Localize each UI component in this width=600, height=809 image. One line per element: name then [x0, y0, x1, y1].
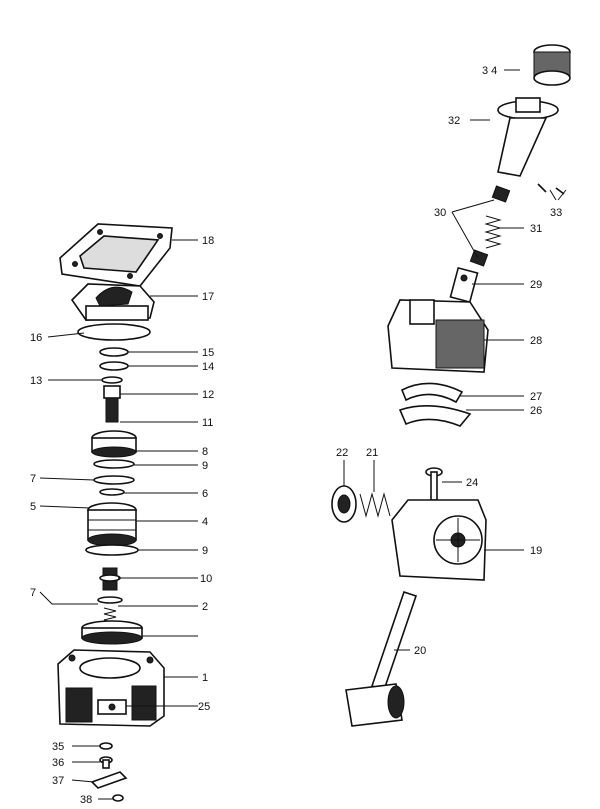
- part-35-washer: [99, 742, 113, 750]
- part-22-cap: [331, 485, 357, 523]
- callout-6: 6: [202, 488, 208, 500]
- part-18-gasket-plate: [59, 223, 173, 287]
- callout-1: 1: [202, 672, 208, 684]
- part-27-bracket: [400, 382, 464, 404]
- part-13-ring: [101, 376, 123, 384]
- callout-5: 5: [30, 501, 36, 513]
- part-37-clip: [90, 771, 128, 789]
- callout-15: 15: [202, 347, 214, 359]
- callout-29: 29: [530, 279, 542, 291]
- callout-18: 18: [202, 235, 214, 247]
- callout-13: 13: [30, 375, 42, 387]
- callout-35: 35: [52, 741, 64, 753]
- callout-labels: 18 17 16 15 14 13 12 11 8 9 7 6 5 4 9 10…: [30, 65, 562, 806]
- callout-21: 21: [366, 447, 378, 459]
- part-14-ring: [99, 361, 129, 371]
- part-6-ring: [99, 488, 125, 496]
- callout-4: 4: [202, 516, 208, 528]
- callout-24: 24: [466, 477, 478, 489]
- callout-30: 30: [434, 207, 446, 219]
- callout-32: 32: [448, 115, 460, 127]
- part-7-ring-upper: [93, 475, 135, 485]
- part-17-head-block: [70, 283, 155, 321]
- part-16-o-ring: [77, 323, 151, 341]
- callout-31: 31: [530, 223, 542, 235]
- callout-26: 26: [530, 405, 542, 417]
- part-24-screw: [425, 467, 443, 501]
- part-30-bushing-lower: [469, 249, 489, 267]
- part-15-ring: [99, 347, 129, 357]
- callout-9-lower: 9: [202, 545, 208, 557]
- callout-17: 17: [202, 291, 214, 303]
- part-31-spring: [484, 215, 502, 249]
- callout-36: 36: [52, 757, 64, 769]
- leader-lines: [39, 69, 567, 800]
- callout-34: 3 4: [482, 65, 497, 77]
- part-38-nut: [112, 794, 124, 802]
- part-9-ring-lower: [85, 544, 139, 556]
- part-30-bushing-upper: [491, 185, 511, 203]
- callout-7-lower: 7: [30, 587, 36, 599]
- part-1-main-body: [57, 649, 165, 727]
- callout-20: 20: [414, 645, 426, 657]
- callout-11: 11: [202, 417, 213, 429]
- callout-8: 8: [202, 446, 208, 458]
- part-9-ring-upper: [93, 459, 135, 469]
- part-28-housing: [387, 299, 489, 373]
- callout-14: 14: [202, 361, 214, 373]
- callout-25: 25: [198, 701, 210, 713]
- part-7-ring-lower: [97, 596, 123, 604]
- part-26-base-plate: [398, 405, 472, 427]
- callout-27: 27: [530, 391, 542, 403]
- part-valve-seat-ring: [81, 620, 143, 645]
- part-34-cap: [533, 44, 571, 86]
- callout-28: 28: [530, 335, 542, 347]
- part-4-piston: [87, 502, 137, 547]
- part-10-stem: [99, 567, 121, 591]
- callout-2: 2: [202, 601, 208, 613]
- callout-10: 10: [200, 573, 212, 585]
- part-21-spring: [359, 492, 391, 518]
- part-36-screw: [99, 756, 113, 769]
- part-8-spring-cage: [91, 430, 137, 458]
- part-25-fitting: [97, 699, 127, 715]
- callout-38: 38: [80, 794, 92, 806]
- part-19-gear-housing: [391, 499, 487, 581]
- callout-9-upper: 9: [202, 460, 208, 472]
- callout-16: 16: [30, 332, 42, 344]
- part-29-valve-insert: [449, 266, 479, 304]
- part-33-pin: [537, 183, 565, 195]
- callout-22: 22: [336, 447, 348, 459]
- callout-37: 37: [52, 775, 64, 787]
- part-32-handle: [497, 97, 559, 177]
- callout-7-upper: 7: [30, 473, 36, 485]
- callout-33: 33: [550, 207, 562, 219]
- part-20-lever: [345, 590, 418, 727]
- callout-12: 12: [202, 389, 214, 401]
- callout-19: 19: [530, 545, 542, 557]
- part-12-plunger: [103, 385, 121, 423]
